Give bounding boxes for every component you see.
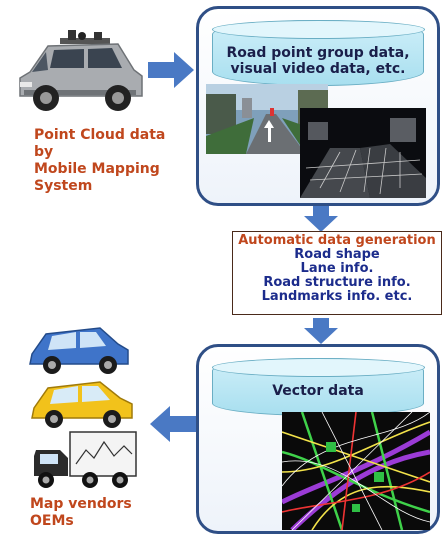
arrow-right-icon [148,52,194,88]
raw-data-cylinder: Road point group data, visual video data… [211,19,425,86]
vector-data-text: Vector data [272,383,364,399]
cylinder-top [211,19,425,39]
vector-map-image [282,412,430,530]
arrow-down-icon [304,206,338,232]
processing-line-3: Road structure info. [263,275,411,290]
raw-data-line-1: Road point group data, [226,45,410,61]
processing-line-2: Lane info. [300,261,374,276]
source-label: Point Cloud data by Mobile Mapping Syste… [34,127,184,195]
consumers-label: Map vendors OEMs [30,496,180,530]
vector-data-cylinder: Vector data [211,357,425,416]
cylinder-top-2 [211,357,425,377]
point-cloud-photo [300,108,426,198]
processing-title: Automatic data generation [238,233,436,248]
blue-car-icon [29,327,129,374]
source-label-line-2: Mobile Mapping [34,161,160,177]
processing-line-1: Road shape [294,247,380,262]
source-label-line-1: Point Cloud data by [34,127,166,160]
arrow-down-icon-2 [304,318,338,344]
mapping-car-icon [19,30,143,111]
processing-line-4: Landmarks info. etc. [261,289,413,304]
source-label-line-3: System [34,178,93,194]
yellow-car-icon [31,381,133,428]
arrow-left-icon [150,406,196,442]
consumers-label-line-2: OEMs [30,513,74,529]
raw-data-text: Road point group data, visual video data… [213,45,423,77]
consumers-label-line-1: Map vendors [30,496,132,512]
raw-data-line-2: visual video data, etc. [230,61,406,77]
processing-box: Automatic data generation Road shape Lan… [232,231,442,315]
truck-icon [34,431,137,488]
